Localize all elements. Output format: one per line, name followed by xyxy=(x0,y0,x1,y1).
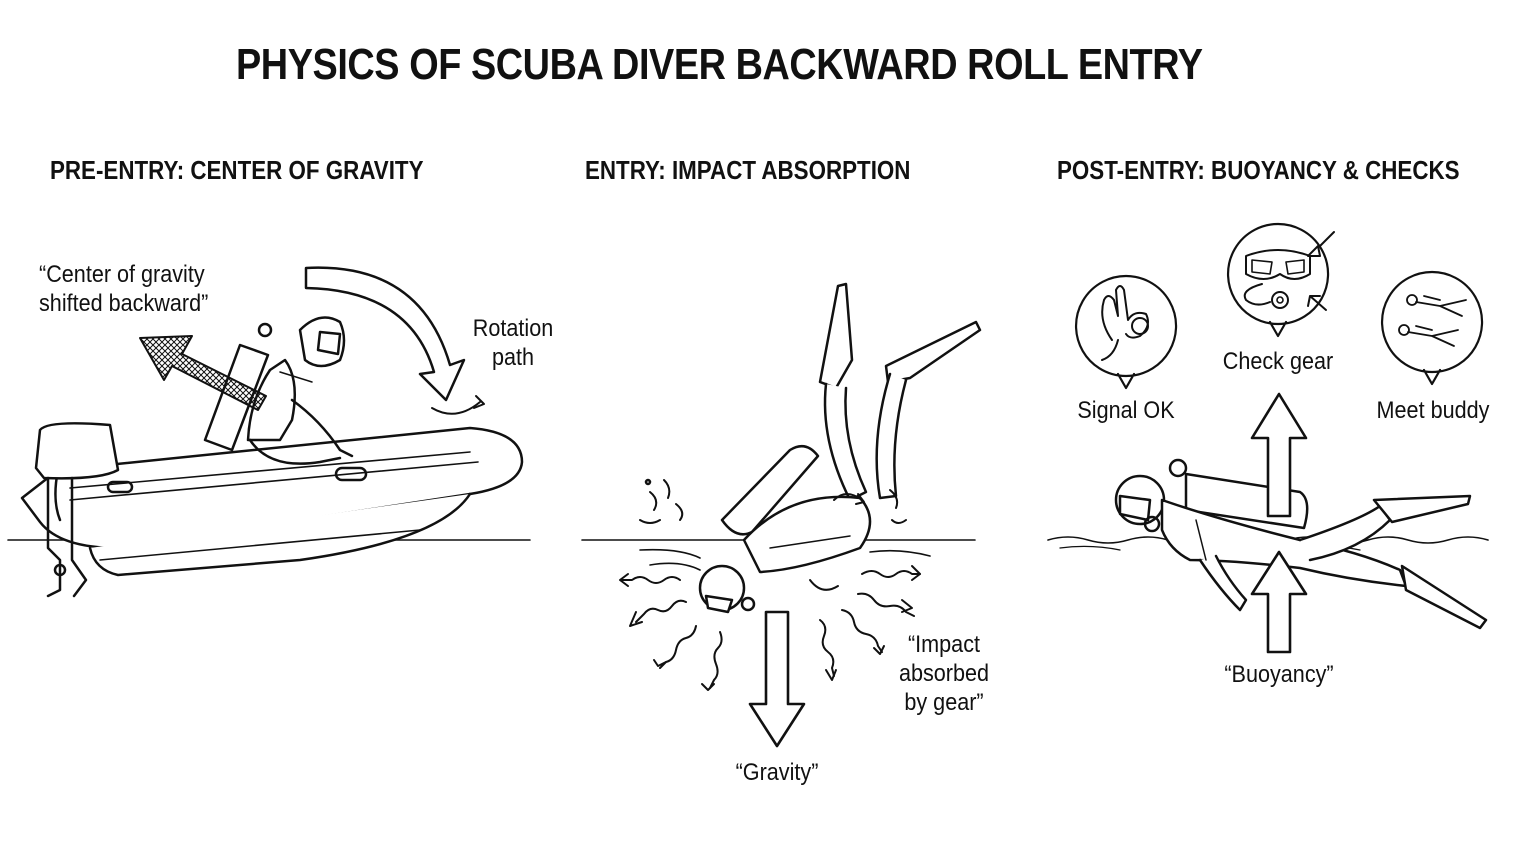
mask-regulator-icon xyxy=(1227,222,1335,338)
rotation-label: Rotation path xyxy=(458,314,568,372)
buddy-divers-icon xyxy=(1381,270,1484,386)
impact-label-line3: by gear” xyxy=(904,689,984,716)
diver-floating xyxy=(1114,458,1488,630)
signal-ok-label: Signal OK xyxy=(1077,397,1175,424)
panel-post-entry-illustration xyxy=(1047,222,1489,654)
diver-tank xyxy=(720,444,820,536)
fin-left xyxy=(818,282,854,390)
impact-label: “Impact absorbed by gear” xyxy=(884,630,1004,717)
ascend-arrow xyxy=(1250,392,1308,518)
panel-heading-post-entry: POST-ENTRY: BUOYANCY & CHECKS xyxy=(1057,155,1460,185)
cog-label: “Center of gravity shifted backward” xyxy=(28,260,248,318)
buoyancy-arrow xyxy=(1250,550,1308,654)
fin-lower xyxy=(1400,564,1488,630)
panel-heading-pre-entry: PRE-ENTRY: CENTER OF GRAVITY xyxy=(50,155,424,185)
impact-label-line2: absorbed xyxy=(898,660,990,687)
gravity-arrow xyxy=(748,610,806,748)
ok-hand-icon xyxy=(1075,274,1178,390)
panel-pre-entry-illustration xyxy=(7,266,531,598)
buoyancy-label: “Buoyancy” xyxy=(1224,661,1334,688)
gravity-label: “Gravity” xyxy=(735,759,819,786)
rotation-path-arrow xyxy=(304,266,466,402)
cog-label-line1: “Center of gravity xyxy=(39,261,205,288)
meet-buddy-label: Meet buddy xyxy=(1376,397,1490,424)
cog-label-line2: shifted backward” xyxy=(39,290,209,317)
panel-heading-entry: ENTRY: IMPACT ABSORPTION xyxy=(585,155,911,185)
panel-entry-illustration xyxy=(581,282,982,748)
cog-shift-arrow xyxy=(139,335,267,411)
fin-upper xyxy=(1372,494,1472,524)
rotation-label-line1: Rotation xyxy=(472,315,554,342)
impact-label-line1: “Impact xyxy=(907,631,980,658)
impact-force-arrows xyxy=(619,565,921,691)
check-gear-label: Check gear xyxy=(1222,348,1334,375)
diagram-title: PHYSICS OF SCUBA DIVER BACKWARD ROLL ENT… xyxy=(236,40,1203,89)
rotation-label-line2: path xyxy=(491,344,535,371)
inflatable-boat xyxy=(20,422,524,598)
fin-right xyxy=(884,320,982,384)
diver-seated xyxy=(203,316,354,465)
